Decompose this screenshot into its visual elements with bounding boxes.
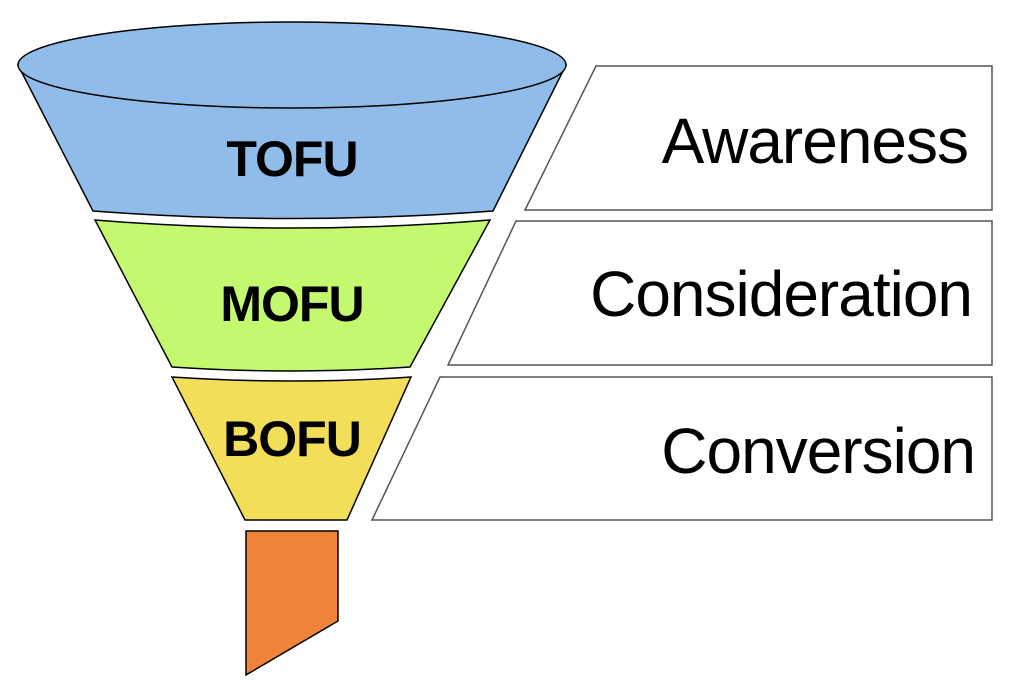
funnel-stage-label-mofu: MOFU <box>220 276 363 332</box>
phase-box-consideration: Consideration <box>446 220 993 366</box>
funnel-bofu-body <box>170 376 413 521</box>
funnel-spout <box>245 530 339 677</box>
funnel-stage-tofu: TOFU <box>16 21 568 220</box>
funnel-tofu-body <box>16 64 568 220</box>
phase-box-awareness: Awareness <box>523 65 993 211</box>
funnel-stage-label-tofu: TOFU <box>226 131 357 187</box>
phase-box-conversion: Conversion <box>370 376 993 521</box>
funnel-stage-mofu: MOFU <box>93 219 492 372</box>
funnel-mofu-body <box>93 219 492 372</box>
funnel-stage-bofu: BOFU <box>170 376 413 521</box>
phase-box-consideration-frame <box>446 220 993 366</box>
phase-label-conversion: Conversion <box>661 415 975 487</box>
funnel-stage-label-bofu: BOFU <box>223 411 361 467</box>
phase-label-consideration: Consideration <box>590 258 972 330</box>
phase-label-awareness: Awareness <box>662 105 968 177</box>
phase-box-conversion-frame <box>370 376 993 521</box>
funnel-top-rim <box>17 21 567 109</box>
phase-box-awareness-frame <box>523 65 993 211</box>
